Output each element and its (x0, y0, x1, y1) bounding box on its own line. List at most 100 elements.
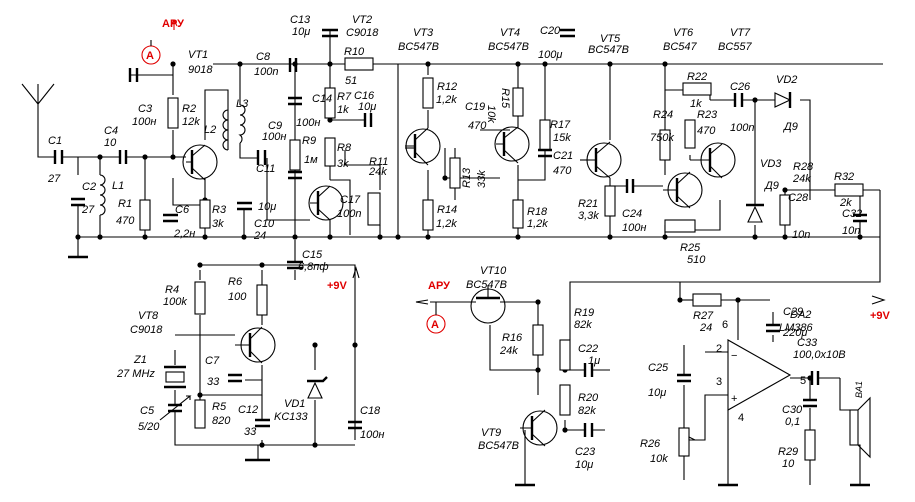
r4-value: 100k (163, 296, 187, 308)
r9-value: 1м (304, 154, 318, 166)
c21-value: 470 (553, 165, 572, 177)
c9-label: C9 (268, 120, 282, 132)
r23-value: 470 (697, 125, 716, 137)
vt10-label: VT10 (480, 265, 507, 277)
c5-value: 5/20 (138, 421, 160, 433)
c28-label: C28 (788, 192, 809, 204)
c17-value: 100n (337, 208, 361, 220)
r25-label: R25 (680, 242, 701, 254)
opamp-pin-6: 6 (722, 319, 728, 331)
vt5-label: VT5 (600, 33, 621, 45)
junctions (75, 61, 863, 448)
c16-value: 10μ (358, 101, 376, 113)
vt1-label: VT1 (188, 49, 208, 61)
vd1-type: KC133 (274, 411, 309, 423)
c19-label: C19 (465, 101, 485, 113)
c13-label: C13 (290, 14, 311, 26)
aru-label-bottom: АРУ (428, 280, 450, 292)
c12-label: C12 (238, 404, 258, 416)
c2-label: C2 (82, 181, 96, 193)
c23-label: C23 (575, 446, 596, 458)
r15-value: 10k (485, 105, 497, 123)
r32-label: R32 (834, 171, 854, 183)
plus9v-label-a: +9V (327, 280, 348, 292)
component-labels: АРУ A АРУ A +9V +9V VT1 9018 VT2 C9018 V… (47, 14, 891, 471)
c9-value: 100н (262, 131, 286, 143)
opamp-pin-3: 3 (716, 376, 722, 388)
r27-label: R27 (693, 310, 714, 322)
c3-value: 100н (132, 116, 156, 128)
r19-value: 82k (574, 319, 592, 331)
r14-value: 1,2k (436, 218, 457, 230)
r2-value: 12k (182, 116, 200, 128)
vt4-label: VT4 (500, 27, 520, 39)
c22-label: C22 (578, 343, 598, 355)
r8-value: 3k (337, 158, 349, 170)
c8-value: 100n (254, 66, 278, 78)
c24-label: C24 (622, 208, 642, 220)
c33-label: C33 (797, 337, 818, 349)
c5-label: C5 (140, 405, 155, 417)
r5-label: R5 (212, 401, 227, 413)
ba1-label: BA1 (854, 381, 864, 398)
vt9-type: BC547B (478, 440, 519, 452)
c26-label: C26 (730, 81, 751, 93)
meter-label-b: A (431, 319, 439, 331)
r12-value: 1,2k (436, 94, 457, 106)
c33-value: 100,0x10B (793, 349, 846, 361)
vt8-label: VT8 (138, 310, 159, 322)
c19-value: 470 (468, 120, 487, 132)
c23-value: 10μ (575, 459, 593, 471)
c11-value: 10μ (258, 201, 276, 213)
vt3-type: BC547B (398, 41, 439, 53)
opamp-pin-2: 2 (716, 343, 722, 355)
z1-label: Z1 (133, 354, 147, 366)
vd3-type: Д9 (763, 180, 779, 192)
r28-label: R28 (793, 161, 814, 173)
c1-value: 27 (47, 173, 61, 185)
c32-value: 10n (842, 225, 860, 237)
aru-label-top: АРУ (162, 18, 184, 30)
vt7-type: BC557 (718, 41, 753, 53)
c7-label: C7 (205, 355, 220, 367)
r6-value: 100 (228, 291, 247, 303)
r27-value: 24 (699, 322, 712, 334)
c18-label: C18 (360, 405, 381, 417)
c25-value: 10μ (648, 387, 666, 399)
l1-label: L1 (112, 180, 124, 192)
da2-type: LM386 (779, 322, 814, 334)
c26-value: 100n (730, 122, 754, 134)
da2-label: DA2 (790, 309, 811, 321)
opamp-minus: − (731, 350, 737, 362)
c3-label: C3 (138, 103, 153, 115)
r13-label: R13 (461, 167, 473, 188)
r25-value: 510 (687, 254, 706, 266)
r6-label: R6 (228, 276, 243, 288)
r3-label: R3 (212, 204, 227, 216)
l2-label: L2 (204, 124, 216, 136)
c4-value: 10 (104, 137, 117, 149)
c18-value: 100н (360, 429, 384, 441)
c32-label: C32 (842, 208, 862, 220)
c14-value: 100н (296, 117, 320, 129)
c30-label: C30 (782, 404, 803, 416)
vt9-label: VT9 (481, 427, 501, 439)
c29-value: 220μ (782, 327, 807, 339)
r2-label: R2 (182, 103, 196, 115)
r10-value: 51 (345, 75, 357, 87)
vt4-type: BC547B (488, 41, 529, 53)
r11-value: 24k (368, 166, 387, 178)
r18-label: R18 (527, 206, 548, 218)
r18-value: 1,2k (527, 218, 548, 230)
r4-label: R4 (165, 284, 179, 296)
misc-components (141, 19, 886, 459)
r17-label: R17 (550, 119, 571, 131)
r13-value: 33k (476, 170, 488, 188)
r21-label: R21 (578, 198, 598, 210)
c21-label: C21 (553, 150, 573, 162)
c15-label: C15 (302, 249, 323, 261)
r14-label: R14 (437, 204, 457, 216)
c22-value: 1μ (588, 355, 600, 367)
opamp-pin-4: 4 (738, 412, 744, 424)
r7-label: R7 (337, 91, 352, 103)
